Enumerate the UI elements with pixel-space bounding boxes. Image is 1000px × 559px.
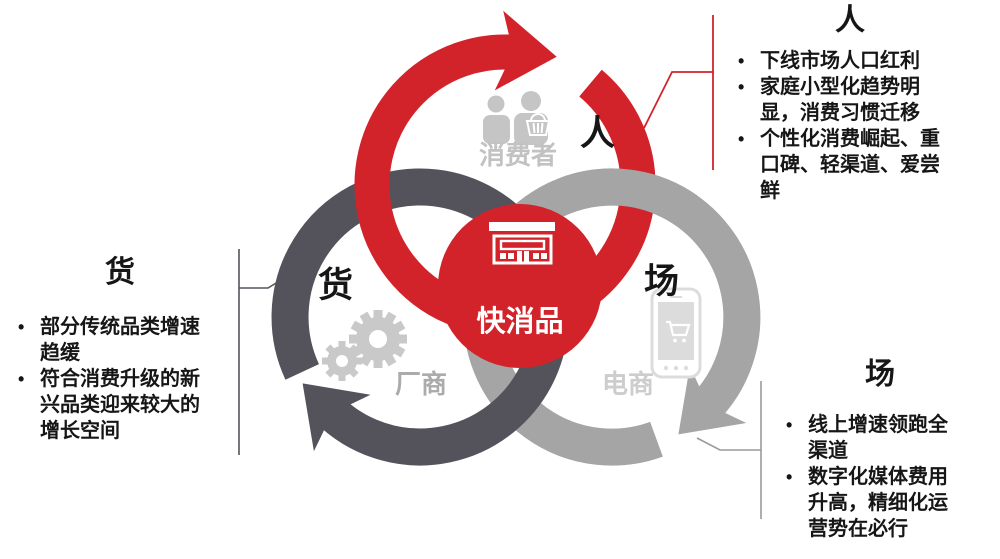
people-panel-title: 人 (835, 4, 865, 37)
place-arrowhead-icon (678, 366, 747, 435)
goods-panel-connector (238, 249, 282, 455)
list-item: • 数字化媒体费用升高，精细化运营势在必行 (774, 464, 960, 542)
list-item: • 符合消费升级的新兴品类迎来较大的增长空间 (6, 366, 216, 444)
bullet-text: 个性化消费崛起、重口碑、轻渠道、爱尝鲜 (760, 128, 940, 202)
list-item: • 个性化消费崛起、重口碑、轻渠道、爱尝鲜 (726, 126, 956, 204)
consumers-label: 消费者 (478, 140, 557, 170)
consumers-icon (483, 91, 551, 145)
dimension-chang-label: 场 (644, 262, 680, 301)
place-panel-list: • 线上增速领跑全渠道 • 数字化媒体费用升高，精细化运营势在必行 (774, 412, 960, 542)
store-icon (489, 222, 555, 265)
people-panel-list: • 下线市场人口红利 • 家庭小型化趋势明显，消费习惯迁移 • 个性化消费崛起、… (726, 48, 956, 204)
phone-icon (650, 287, 702, 379)
cart-icon (666, 320, 691, 343)
list-item: • 线上增速领跑全渠道 (774, 412, 960, 464)
bullet-dot: • (738, 129, 745, 149)
bullet-dot: • (738, 51, 745, 71)
bullet-text: 部分传统品类增速趋缓 (40, 316, 200, 364)
basket-icon (525, 113, 551, 136)
bullet-text: 符合消费升级的新兴品类迎来较大的增长空间 (40, 368, 200, 442)
gears-icon (322, 310, 407, 381)
bullet-dot: • (786, 415, 793, 435)
list-item: • 下线市场人口红利 (726, 48, 956, 74)
goods-arrowhead-icon (302, 383, 371, 452)
people-arrowhead-icon (494, 10, 557, 91)
list-item: • 部分传统品类增速趋缓 (6, 314, 216, 366)
people-panel-connector (643, 15, 714, 170)
goods-panel-title: 货 (105, 256, 135, 289)
dimension-ren-label: 人 (580, 114, 616, 153)
dimension-huo-label: 货 (318, 266, 354, 305)
bullet-dot: • (18, 317, 25, 337)
bullet-text: 下线市场人口红利 (760, 50, 920, 72)
bullet-text: 家庭小型化趋势明显，消费习惯迁移 (760, 76, 920, 124)
manufacturers-label: 厂商 (394, 369, 447, 399)
goods-panel-list: • 部分传统品类增速趋缓 • 符合消费升级的新兴品类迎来较大的增长空间 (6, 314, 216, 444)
center-node (438, 204, 602, 368)
place-ring-overlap-segment (561, 168, 698, 226)
place-panel-title: 场 (865, 358, 895, 391)
bullet-dot: • (738, 77, 745, 97)
bullet-text: 线上增速领跑全渠道 (808, 414, 948, 462)
place-panel-connector (696, 381, 762, 519)
list-item: • 家庭小型化趋势明显，消费习惯迁移 (726, 74, 956, 126)
center-node-label: 快消品 (476, 306, 564, 338)
bullet-dot: • (786, 467, 793, 487)
bullet-text: 数字化媒体费用升高，精细化运营势在必行 (808, 466, 948, 540)
bullet-dot: • (18, 369, 25, 389)
ecommerce-label: 电商 (601, 369, 654, 399)
